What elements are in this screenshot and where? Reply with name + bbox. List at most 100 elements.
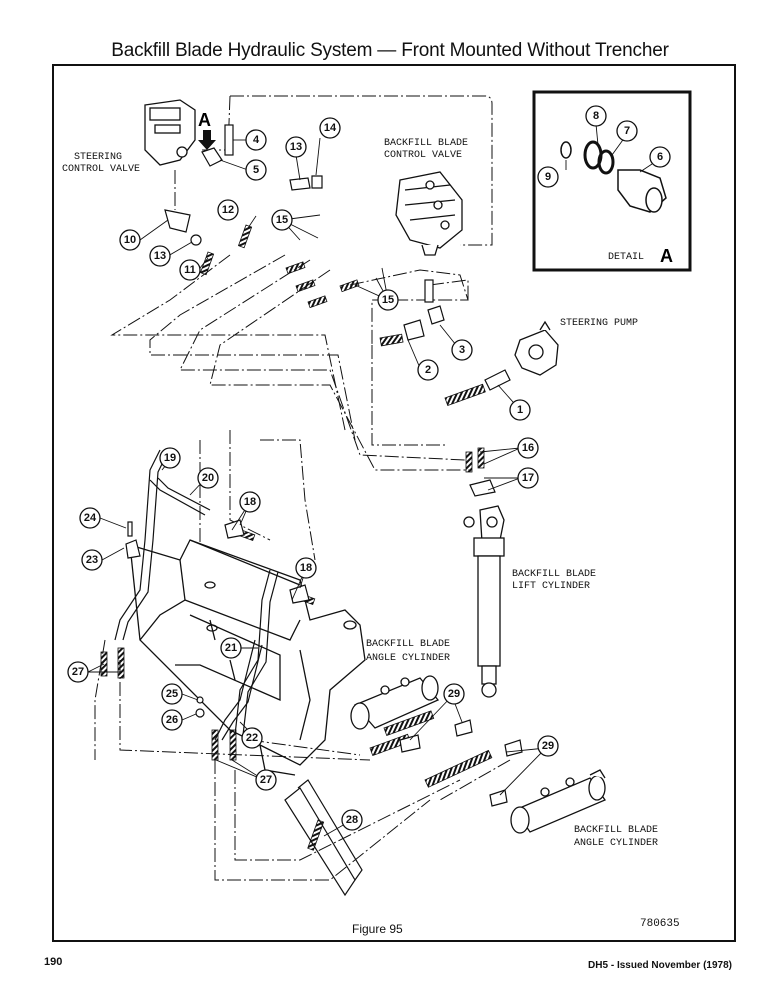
callout-2: 2 [417, 359, 439, 381]
label-angle-cylinder-upper-2: ANGLE CYLINDER [366, 653, 450, 664]
label-steering-control-valve-2: CONTROL VALVE [62, 164, 140, 175]
callout-11: 11 [179, 259, 201, 281]
small-fittings [125, 124, 523, 807]
svg-text:18: 18 [300, 562, 312, 574]
label-backfill-control-valve-1: BACKFILL BLADE [384, 138, 468, 149]
svg-text:3: 3 [459, 344, 465, 356]
rigid-tubes [114, 449, 279, 741]
svg-text:19: 19 [164, 452, 176, 464]
detail-a-arrow: A [198, 110, 216, 150]
callout-22: 22 [241, 727, 263, 749]
upper-angle-cylinder [350, 675, 440, 730]
lift-cylinder [463, 505, 505, 698]
label-steering-pump: STEERING PUMP [560, 318, 638, 329]
svg-text:12: 12 [222, 204, 234, 216]
callout-15a: 15 [271, 209, 293, 231]
callout-25: 25 [161, 683, 183, 705]
svg-text:27: 27 [72, 666, 84, 678]
mounting-frame [129, 539, 366, 776]
svg-text:17: 17 [522, 472, 534, 484]
callout-23: 23 [81, 549, 103, 571]
svg-text:9: 9 [545, 171, 551, 183]
svg-text:5: 5 [253, 164, 259, 176]
label-steering-control-valve-1: STEERING [74, 152, 122, 163]
svg-text:4: 4 [253, 134, 260, 146]
callout-27a: 27 [67, 661, 89, 683]
svg-text:7: 7 [624, 125, 630, 137]
callout-21: 21 [220, 637, 242, 659]
svg-text:27: 27 [260, 774, 272, 786]
callout-26: 26 [161, 709, 183, 731]
svg-text:13: 13 [154, 250, 166, 262]
callout-29a: 29 [443, 683, 465, 705]
callout-27b: 27 [255, 769, 277, 791]
callout-6: 6 [649, 146, 671, 168]
callout-13b: 13 [149, 245, 171, 267]
callout-1: 1 [509, 399, 531, 421]
svg-text:2: 2 [425, 364, 431, 376]
issue-note: DH5 - Issued November (1978) [588, 960, 732, 971]
page-title: Backfill Blade Hydraulic System — Front … [111, 40, 669, 61]
svg-text:1: 1 [517, 404, 523, 416]
svg-text:11: 11 [184, 264, 196, 276]
label-lift-cylinder-1: BACKFILL BLADE [512, 569, 596, 580]
svg-text:29: 29 [448, 688, 460, 700]
arrow-letter: A [198, 110, 211, 130]
backfill-control-valve [395, 171, 463, 256]
callout-18b: 18 [295, 557, 317, 579]
detail-letter: A [660, 246, 673, 266]
component-labels: STEERING CONTROL VALVE BACKFILL BLADE CO… [62, 138, 658, 849]
callout-7: 7 [616, 120, 638, 142]
callout-4: 4 [245, 129, 267, 151]
callout-19: 19 [159, 447, 181, 469]
drawing-number: 780635 [640, 918, 680, 930]
svg-text:15: 15 [276, 214, 288, 226]
hose-guard [284, 779, 363, 897]
steering-control-valve [144, 99, 196, 166]
steering-pump [514, 320, 559, 376]
svg-text:23: 23 [86, 554, 98, 566]
svg-text:29: 29 [542, 740, 554, 752]
callout-16: 16 [517, 437, 539, 459]
callout-10: 10 [119, 229, 141, 251]
callout-3: 3 [451, 339, 473, 361]
figure-caption: Figure 95 [352, 922, 403, 936]
svg-text:24: 24 [84, 512, 97, 524]
svg-text:20: 20 [202, 472, 214, 484]
svg-text:22: 22 [246, 732, 258, 744]
label-lift-cylinder-2: LIFT CYLINDER [512, 581, 590, 592]
callout-20: 20 [197, 467, 219, 489]
callout-17: 17 [517, 467, 539, 489]
callout-29b: 29 [537, 735, 559, 757]
callout-9: 9 [537, 166, 559, 188]
svg-text:6: 6 [657, 151, 663, 163]
callout-14: 14 [319, 117, 341, 139]
svg-text:21: 21 [225, 642, 237, 654]
page-number: 190 [44, 956, 63, 968]
svg-text:16: 16 [522, 442, 534, 454]
detail-a-box: DETAIL A [532, 90, 692, 272]
callout-18a: 18 [239, 491, 261, 513]
svg-text:25: 25 [166, 688, 178, 700]
svg-text:15: 15 [382, 294, 394, 306]
svg-text:8: 8 [593, 110, 599, 122]
lower-angle-cylinder [510, 769, 606, 834]
figure-frame [52, 64, 736, 942]
svg-text:26: 26 [166, 714, 178, 726]
label-angle-cylinder-upper-1: BACKFILL BLADE [366, 639, 450, 650]
svg-text:10: 10 [124, 234, 136, 246]
callout-24: 24 [79, 507, 101, 529]
svg-text:13: 13 [290, 141, 302, 153]
label-angle-cylinder-lower-2: ANGLE CYLINDER [574, 838, 658, 849]
callouts: 1 2 3 4 5 6 7 8 9 10 11 12 13 13 14 15 1… [67, 105, 671, 831]
callout-12: 12 [217, 199, 239, 221]
callout-15b: 15 [377, 289, 399, 311]
label-backfill-control-valve-2: CONTROL VALVE [384, 150, 462, 161]
detail-label: DETAIL [608, 252, 644, 263]
svg-text:18: 18 [244, 496, 256, 508]
label-angle-cylinder-lower-1: BACKFILL BLADE [574, 825, 658, 836]
callout-8: 8 [585, 105, 607, 127]
callout-5: 5 [245, 159, 267, 181]
callout-13a: 13 [285, 136, 307, 158]
